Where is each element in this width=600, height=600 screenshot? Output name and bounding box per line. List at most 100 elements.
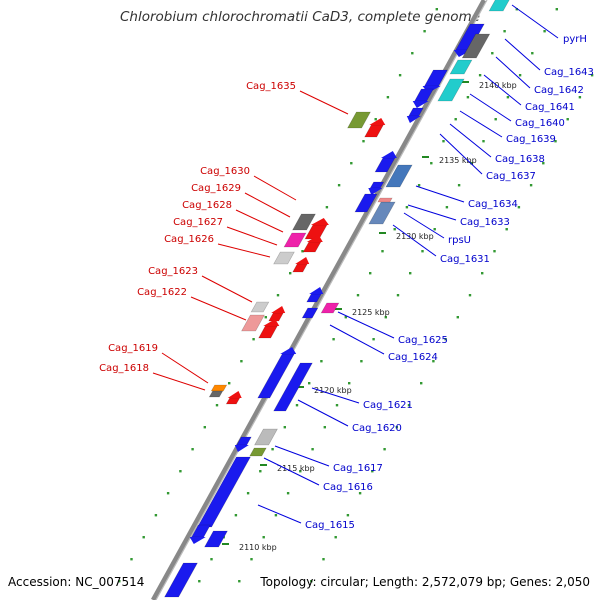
gene-cag1630 (292, 213, 316, 231)
guide-dot (276, 294, 280, 297)
gene-pyrh (488, 0, 510, 12)
right-gene-label-3: Cag_1641 (525, 102, 575, 113)
guide-dot (405, 206, 409, 209)
leader-line (439, 133, 483, 175)
guide-dot (283, 426, 286, 429)
gene-cag1622b (258, 325, 278, 339)
guide-dot (166, 492, 170, 495)
guide-dot (578, 96, 582, 99)
leader-line (329, 324, 385, 355)
leader-line (263, 457, 320, 486)
guide-dot (432, 360, 435, 363)
guide-dot (411, 52, 414, 55)
left-gene-label-2: Cag_1629 (191, 183, 241, 194)
gene-cag1615 (197, 456, 251, 528)
guide-dot (478, 74, 482, 77)
leader-line (483, 74, 522, 106)
guide-dot (332, 338, 335, 341)
guide-dot (503, 30, 506, 33)
guide-dot (542, 162, 545, 165)
guide-dot (271, 448, 274, 451)
guide-dot (356, 294, 360, 297)
guide-dot (234, 514, 238, 517)
leader-line (469, 93, 512, 122)
guide-dot (505, 228, 508, 231)
guide-dot (348, 382, 351, 385)
right-gene-label-7: Cag_1637 (486, 171, 536, 182)
gene-cag1623 (250, 301, 270, 313)
guide-dot (203, 426, 206, 429)
right-gene-label-4: Cag_1640 (515, 118, 565, 129)
guide-dot (468, 294, 472, 297)
tick-label: 2135 kbp (439, 156, 477, 165)
gene-cag1615c-head (189, 537, 206, 544)
leader-line (201, 275, 253, 303)
sequence-backbone (151, 0, 488, 600)
backbone-highlight (155, 0, 488, 600)
guide-dot (362, 140, 365, 143)
guide-dot (238, 580, 241, 583)
leader-line (459, 110, 503, 138)
leader-line (511, 4, 559, 39)
guide-dot (554, 140, 557, 143)
guide-dot (289, 272, 292, 275)
leader-line (274, 445, 330, 467)
guide-dot (454, 118, 457, 121)
leader-line (152, 372, 206, 391)
leader-line (415, 185, 465, 203)
guide-dot (371, 470, 374, 473)
guide-dot (323, 426, 326, 429)
gene-cag1633b (354, 193, 378, 213)
gene-cag1616b (236, 436, 252, 446)
right-gene-label-10: rpsU (448, 235, 471, 246)
tick-label: 2130 kbp (396, 232, 434, 241)
guide-dot (417, 184, 421, 187)
guide-dot (543, 30, 546, 33)
right-gene-label-9: Cag_1633 (460, 217, 510, 228)
left-gene-label-9: Cag_1618 (99, 363, 149, 374)
guide-dot (393, 228, 396, 231)
guide-dot (262, 536, 265, 539)
gene-cag1618 (225, 397, 241, 405)
guide-dot (264, 316, 267, 319)
left-gene-label-7: Cag_1622 (137, 287, 187, 298)
gene-cag1634 (385, 164, 413, 188)
guide-dot (466, 96, 470, 99)
guide-dot (421, 250, 424, 253)
guide-dot (531, 52, 534, 55)
gene-cag1615b (204, 530, 228, 548)
gene-cag1631 (377, 197, 393, 203)
guide-dot (433, 228, 436, 231)
right-gene-label-14: Cag_1621 (363, 400, 413, 411)
left-gene-label-1: Cag_1630 (200, 166, 250, 177)
gene-cag1625 (320, 302, 340, 314)
gene-cag1623b-head (271, 306, 286, 313)
guide-dot (210, 558, 213, 561)
gene-cag1616 (249, 447, 267, 457)
guide-dot (179, 470, 182, 473)
guide-dot (491, 52, 494, 55)
gene-cag1616b-head (234, 445, 249, 452)
leader-line (299, 90, 349, 115)
leader-line (217, 243, 271, 258)
guide-dot (481, 272, 484, 275)
guide-dot (310, 580, 313, 583)
guide-dot (555, 8, 558, 11)
gene-cag1626b-head (295, 257, 310, 264)
leader-line (495, 56, 531, 89)
leader-line (235, 209, 284, 233)
leader-line (161, 352, 209, 384)
guide-dot (423, 30, 426, 33)
guide-dot (301, 250, 304, 253)
guide-dot (407, 404, 411, 407)
gene-cag1628-head (310, 218, 329, 225)
guide-dot (383, 448, 386, 451)
gene-cag1617 (254, 428, 278, 446)
right-gene-label-5: Cag_1639 (506, 134, 556, 145)
right-gene-label-17: Cag_1616 (323, 482, 373, 493)
right-gene-label-6: Cag_1638 (495, 154, 545, 165)
guide-dot (154, 514, 158, 517)
guide-dot (445, 206, 449, 209)
guide-dot (346, 514, 350, 517)
